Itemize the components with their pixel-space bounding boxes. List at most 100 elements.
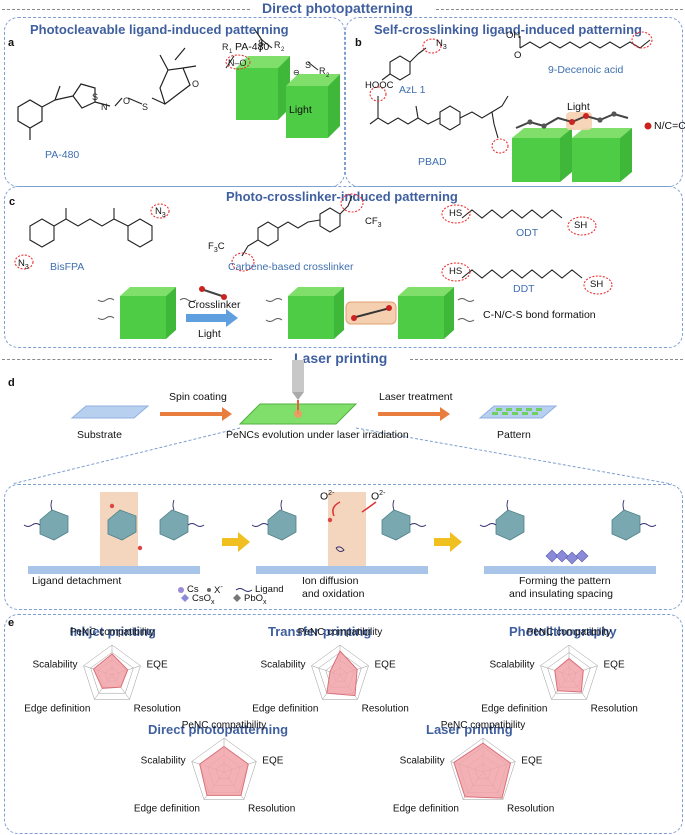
radar-value-polygon (326, 650, 358, 697)
cube-b2 (572, 128, 632, 182)
ddt-label: DDT (513, 283, 535, 295)
azl-n3-label: N (436, 38, 443, 49)
o2-label-2: O (371, 490, 380, 503)
radar-axis-label: EQE (521, 756, 542, 767)
cube-c1 (120, 287, 176, 339)
radar-chart-title: Inkjet printing (70, 624, 156, 639)
radar-value-polygon (92, 653, 129, 689)
panel-letter-a: a (8, 37, 15, 49)
radar-axis-label: Resolution (591, 703, 638, 714)
svg-text:R: R (274, 40, 281, 50)
panel-d-detail-frame (4, 484, 683, 610)
hooc-label: HOOC (365, 80, 394, 91)
section-divider (436, 9, 683, 10)
legend-x-sup: - (220, 584, 223, 591)
decenoic-o-label: O (514, 50, 522, 61)
legend-pbox: PbO (244, 593, 264, 604)
radar-axis-label: EQE (147, 660, 168, 671)
bisfpa-n3-right: N (155, 206, 162, 217)
radar-axis-label: Resolution (134, 703, 181, 714)
panel-letter-b: b (355, 37, 362, 49)
legend-pbox-sub: x (263, 598, 267, 606)
ligand-detachment-label: Ligand detachment (32, 575, 122, 587)
radar-axis-label: PeNC compatibility (182, 720, 266, 731)
radar-axis-label: Edge definition (481, 703, 547, 714)
radar-axis-label: Edge definition (24, 703, 90, 714)
o2-label-1: O (320, 490, 329, 503)
panel-c-title: Photo-crosslinker-induced patterning (226, 189, 458, 204)
radar-axis-label: Scalability (141, 756, 186, 767)
radar-grid-ring (83, 644, 141, 700)
radar-axis-label: EQE (262, 756, 283, 767)
legend-csox-sub: x (211, 598, 215, 606)
legend-x: X (214, 585, 221, 597)
radar-chart-title: Photolithography (509, 624, 617, 639)
panel-e-frame (4, 614, 683, 834)
radar-axis-label: Resolution (507, 804, 554, 815)
substrate-label: Substrate (77, 429, 122, 441)
evolution-label: PeNCs evolution under laser irradiation (226, 429, 409, 441)
svg-text:R: R (319, 66, 326, 76)
carbene-f3c: F (208, 241, 214, 252)
cube-c2 (288, 287, 344, 339)
light-label-a: Light (289, 104, 312, 116)
laser-treatment-label: Laser treatment (379, 391, 453, 403)
section-title-direct: Direct photopatterning (262, 0, 413, 16)
radar-axis-label: PeNC compatibility (70, 627, 154, 638)
radar-grid-ring (90, 652, 134, 694)
carbene-f3c-sub: 3 (213, 246, 218, 254)
bond-label: C-N/C-S bond formation (483, 309, 596, 321)
radar-axis-label: Edge definition (393, 804, 459, 815)
radar-grid-ring (450, 737, 516, 800)
radar-axis-label: PeNC compatibility (441, 720, 525, 731)
o2-sup-2: 2- (379, 490, 386, 497)
svg-text:1: 1 (229, 49, 233, 55)
radar-axis-label: EQE (604, 660, 625, 671)
svg-text:O: O (192, 79, 199, 89)
svg-text:N: N (101, 102, 108, 112)
oxidation-label: and oxidation (302, 588, 365, 600)
radar-chart-title: Direct photopatterning (148, 722, 289, 737)
section-title-laser: Laser printing (294, 350, 388, 366)
radar-axis-label: PeNC compatibility (298, 627, 382, 638)
cube-label-pa480: PA-480 (235, 41, 270, 53)
svg-text:⊖: ⊖ (293, 68, 300, 77)
svg-text:N–O: N–O (228, 58, 247, 68)
panel-letter-d: d (8, 377, 15, 389)
panel-b-title: Self-crosslinking ligand-induced pattern… (374, 22, 642, 37)
ion-diffusion-label: Ion diffusion (302, 575, 359, 587)
radar-chart-title: Laser printing (426, 722, 513, 737)
legend-csox: CsO (192, 593, 211, 604)
legend-nc: N/C=C (654, 120, 685, 132)
odt-hs: HS (449, 208, 463, 219)
section-divider (410, 359, 683, 360)
radar-axis-label: Scalability (260, 660, 305, 671)
radar-value-polygon (554, 657, 584, 693)
spin-coating-label: Spin coating (169, 391, 227, 403)
radar-value-polygon (199, 745, 249, 796)
carbene-cf3-sub: 3 (377, 221, 382, 229)
odt-sh: SH (574, 220, 588, 231)
radar-axis-label: Resolution (362, 703, 409, 714)
molecule-label-pa480: PA-480 (45, 149, 80, 161)
radar-grid-ring (191, 737, 257, 800)
radar-axis-label: Resolution (248, 804, 295, 815)
legend-cs: Cs (187, 584, 199, 595)
cube-c3 (398, 287, 454, 339)
radar-value-polygon (453, 742, 512, 799)
light-label-b: Light (567, 101, 590, 113)
radar-axis-label: Edge definition (252, 703, 318, 714)
ddt-hs: HS (449, 266, 463, 277)
panel-letter-c: c (9, 196, 16, 208)
radar-axis-label: Edge definition (134, 804, 200, 815)
svg-text:S: S (92, 92, 98, 102)
radar-axis-label: EQE (375, 660, 396, 671)
